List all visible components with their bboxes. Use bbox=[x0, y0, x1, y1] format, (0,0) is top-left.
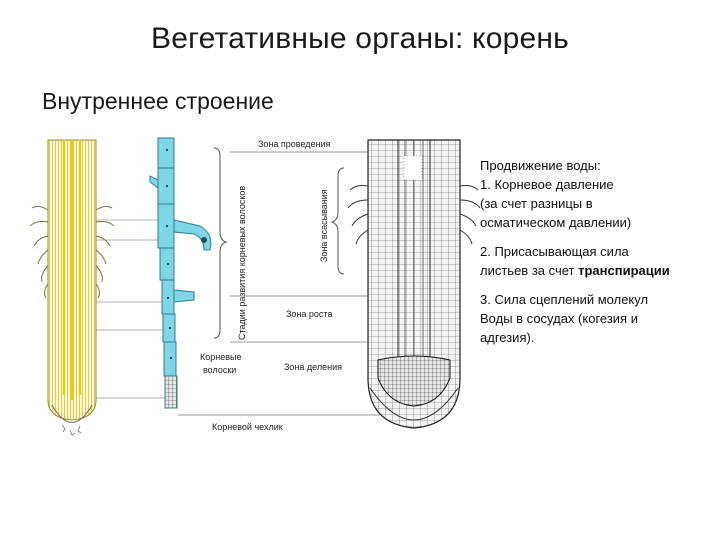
conduction-zone-label: Зона проведения bbox=[258, 139, 331, 149]
division-zone-label: Зона деления bbox=[284, 362, 342, 372]
root-sketch-left bbox=[29, 139, 115, 436]
root-longitudinal-section bbox=[347, 139, 481, 429]
hair-branch-lower bbox=[173, 289, 195, 303]
meristem-zone bbox=[377, 355, 451, 407]
item3-line2: Воды в сосудах (когезия и bbox=[480, 311, 638, 326]
item2-line1: 2. Присасывающая сила bbox=[480, 244, 629, 259]
root-hairs-label-line2: волоски bbox=[203, 365, 236, 375]
root-left-cap-debris bbox=[61, 424, 82, 436]
absorption-zone-brace bbox=[330, 167, 345, 275]
root-hair-cell-strand bbox=[149, 137, 212, 409]
root-left-cap bbox=[51, 404, 93, 423]
growth-zone-label: Зона роста bbox=[286, 309, 332, 319]
item3-line1: 3. Сила сцеплений молекул bbox=[480, 292, 649, 307]
root-left-core bbox=[62, 140, 82, 400]
root-hair-stages-label: Стадии развития корневых волосков bbox=[237, 186, 247, 340]
nuclei bbox=[166, 149, 172, 359]
water-movement-text: Продвижение воды: 1. Корневое давление (… bbox=[480, 156, 716, 347]
slide-subtitle: Внутреннее строение bbox=[42, 88, 274, 114]
item1-line1: 1. Корневое давление bbox=[480, 177, 614, 192]
item1-line3: осматическом давлении) bbox=[480, 215, 632, 230]
slide-title: Вегетативные органы: корень bbox=[151, 22, 569, 55]
item2-line2-prefix: листьев за счет bbox=[480, 263, 579, 278]
hair-branch-upper bbox=[173, 219, 212, 251]
item2-line2: листьев за счет транспирации bbox=[480, 261, 716, 280]
connector-lines bbox=[96, 219, 165, 399]
root-hairs-label-line1: Корневые bbox=[200, 352, 241, 362]
item1-line2: (за счет разницы в bbox=[480, 196, 593, 211]
absorption-zone-label: Зона всасывания bbox=[319, 189, 329, 262]
section-xylem-dots bbox=[403, 155, 423, 181]
section-cap bbox=[369, 387, 459, 421]
water-movement-heading: Продвижение воды: bbox=[480, 158, 601, 173]
item3-line3: адгезия). bbox=[480, 330, 535, 345]
root-cap-label: Корневой чехлик bbox=[212, 422, 283, 432]
transpiration-term: транспирации bbox=[578, 263, 670, 278]
root-left-hairs bbox=[29, 205, 115, 299]
hair-branch-left bbox=[149, 175, 159, 189]
zone-leader-lines bbox=[178, 151, 380, 416]
section-root-hairs bbox=[347, 185, 481, 245]
root-hair-stages-brace bbox=[213, 147, 228, 339]
